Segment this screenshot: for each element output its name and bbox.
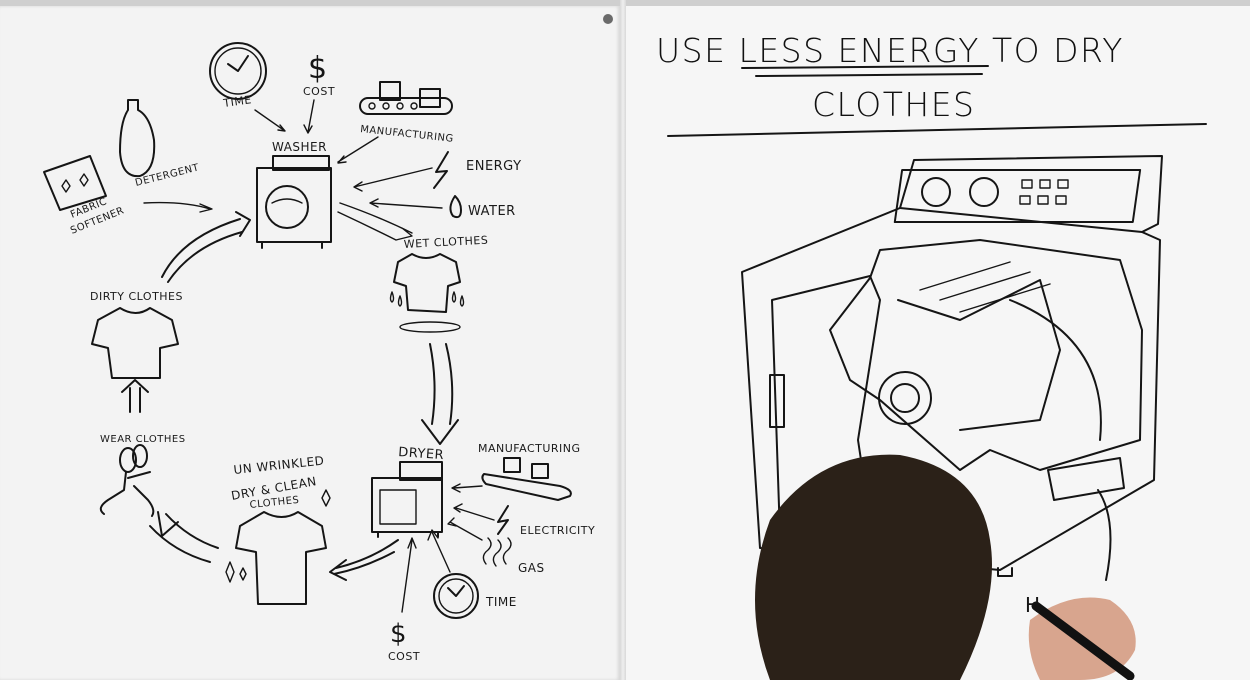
arrow-icon — [451, 483, 483, 493]
detergent-label: DETERGENT — [134, 162, 201, 189]
washing-machine-icon — [256, 155, 332, 249]
title-underline — [741, 65, 989, 77]
arrow-icon — [427, 529, 451, 573]
dryer-cost-label: COST — [388, 650, 420, 663]
cycle-arrow-icon — [121, 379, 149, 413]
divider-line — [667, 123, 1207, 137]
conveyor-belt-icon — [481, 457, 572, 501]
fabric-softener-box-icon — [43, 155, 107, 211]
wet-clothes-label: WET CLOTHES — [403, 234, 488, 251]
clothes-dryer-icon — [371, 461, 443, 538]
handwritten-letter: H — [1025, 593, 1040, 617]
dollar-icon: $ — [390, 619, 407, 649]
cycle-arrow-icon — [421, 343, 459, 445]
arrow-icon — [303, 99, 315, 134]
title-line-1: USE LESS ENERGY TO DRY — [656, 31, 1124, 70]
clothes-label: CLOTHES — [249, 495, 300, 511]
cycle-arrow-icon — [161, 211, 251, 283]
dirty-shirt-icon — [91, 307, 179, 379]
dirty-clothes-label: DIRTY CLOTHES — [90, 290, 183, 303]
wear-clothes-label: WEAR CLOTHES — [100, 434, 186, 445]
cutaway-dryer-icon — [741, 155, 1163, 581]
cycle-arrow-icon — [329, 539, 399, 581]
lightning-icon — [433, 151, 449, 189]
arrow-icon — [453, 503, 495, 521]
wet-shirt-icon — [389, 253, 465, 333]
arrow-icon — [369, 198, 443, 209]
washer-water-label: WATER — [468, 204, 516, 219]
title-line-2: CLOTHES — [812, 85, 976, 124]
arrow-icon — [353, 167, 433, 192]
cycle-arrow-icon — [149, 511, 219, 563]
dryer-gas-label: GAS — [518, 561, 545, 575]
board-seam — [620, 0, 626, 680]
washer-time-label: TIME — [222, 93, 253, 110]
washer-manufacturing-label: MANUFACTURING — [360, 124, 454, 145]
conveyor-belt-icon — [359, 81, 453, 115]
unwrinkled-label: UN WRINKLED — [233, 454, 325, 477]
dollar-icon: $ — [308, 51, 327, 86]
dryer-electricity-label: ELECTRICITY — [520, 524, 595, 537]
clock-icon — [433, 573, 479, 619]
washer-cost-label: COST — [303, 85, 335, 98]
left-whiteboard: TIME $ COST MANUFACTURING WASHER ENERGY … — [0, 6, 620, 680]
arrow-icon — [337, 136, 379, 164]
arrow-icon — [254, 109, 286, 132]
water-drop-icon — [449, 195, 462, 219]
dryer-time-label: TIME — [485, 595, 517, 609]
flame-icon — [482, 537, 512, 567]
lightning-icon — [497, 505, 509, 535]
person-running-icon — [99, 444, 155, 517]
arrow-icon — [401, 537, 417, 613]
clock-icon — [209, 42, 267, 100]
dryer-label: DRYER — [398, 445, 445, 463]
clean-shirt-icon — [235, 511, 327, 605]
arrow-icon — [143, 201, 213, 213]
dryer-illustration: USE LESS ENERGY TO DRY CLOTHES H — [656, 31, 1207, 617]
laundry-cycle-diagram: TIME $ COST MANUFACTURING WASHER ENERGY … — [43, 42, 595, 663]
arrow-icon — [447, 517, 483, 541]
cycle-arrow-icon — [337, 202, 413, 241]
washer-energy-label: ENERGY — [466, 159, 522, 174]
detergent-bottle-icon — [119, 99, 156, 178]
washer-label: WASHER — [272, 140, 327, 154]
sparkle-icon — [225, 489, 331, 583]
magnet — [603, 14, 613, 24]
right-whiteboard: USE LESS ENERGY TO DRY CLOTHES H — [626, 6, 1250, 680]
dryer-manufacturing-label: MANUFACTURING — [478, 442, 581, 455]
